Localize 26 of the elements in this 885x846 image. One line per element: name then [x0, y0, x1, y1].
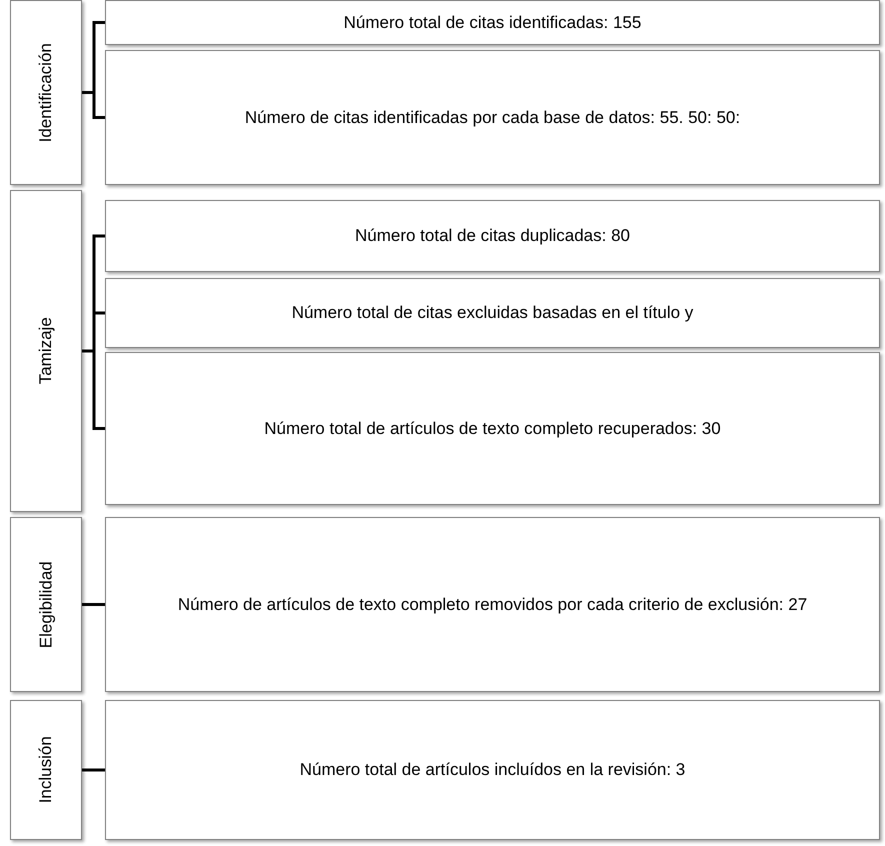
- process-box: [105, 352, 880, 505]
- phase-label: Elegibilidad: [35, 561, 56, 648]
- phase-label: Tamizaje: [35, 317, 56, 385]
- bracket-connector: [82, 91, 105, 119]
- bracket-connector: [82, 603, 105, 606]
- box-text: Número total de citas duplicadas: 80: [354, 225, 631, 248]
- phase-box: [10, 190, 82, 512]
- phase-box: [10, 700, 82, 840]
- box-text: Número total de artículos incluídos en la revisión: 3: [298, 759, 686, 782]
- bracket-connector: [82, 350, 105, 430]
- bracket-connector: [82, 768, 105, 772]
- process-box: [105, 278, 880, 348]
- phase-box: [10, 517, 82, 692]
- phase-box: [10, 0, 82, 185]
- process-box: [105, 50, 880, 185]
- process-box: [105, 0, 880, 45]
- box-text: Número total de citas identificadas: 155: [342, 12, 642, 34]
- phase-label: Identificación: [35, 42, 56, 142]
- box-text: Número de artículos de texto completo removidos por cada criterio de exclusión: 27: [176, 594, 808, 616]
- box-text: Número total de artículos de texto completo recuperados: 30: [263, 418, 722, 440]
- process-box: [105, 517, 880, 692]
- process-box: [105, 700, 880, 840]
- box-text: Número de citas identificadas por cada base de datos: 55. 50: 50:: [244, 106, 742, 129]
- process-box: [105, 200, 880, 272]
- phase-label: Inclusión: [35, 736, 56, 804]
- box-text: Número total de citas excluidas basadas en el título y: [290, 302, 694, 324]
